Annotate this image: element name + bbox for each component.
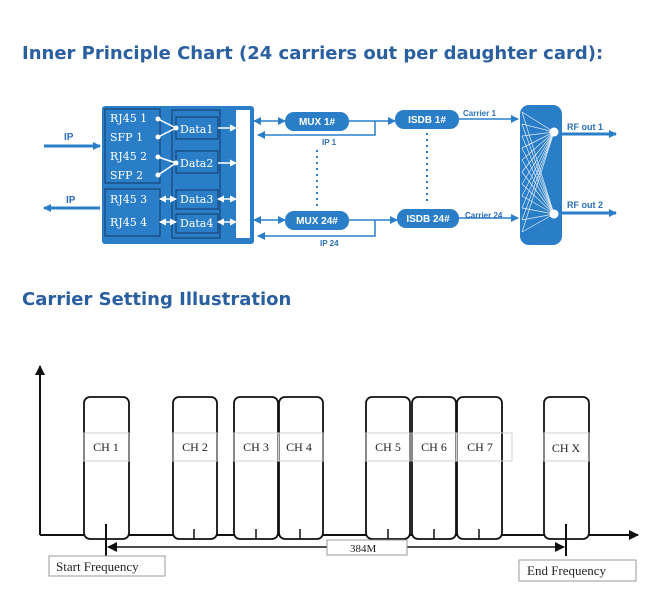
port-rj45-3: RJ45 3 xyxy=(110,193,147,206)
channel-7-block xyxy=(456,396,503,540)
port-group-1 xyxy=(104,108,161,184)
data4-label: Data4 xyxy=(180,217,213,230)
ip-1-label: IP 1 xyxy=(322,138,337,147)
channel-1-block xyxy=(83,396,130,540)
channel-2-block xyxy=(172,396,218,540)
channel-6-block xyxy=(411,396,457,540)
channel-6-label: CH 6 xyxy=(421,440,447,454)
port-group-2 xyxy=(104,188,161,237)
port-sfp-1: SFP 1 xyxy=(110,131,143,144)
rf-port-1 xyxy=(549,127,559,137)
isdb-24-label: ISDB 24# xyxy=(406,214,450,225)
ip-out-label: IP xyxy=(66,195,76,206)
start-frequency-box xyxy=(48,555,166,577)
mux-1-block xyxy=(285,112,349,131)
ip-in-label: IP xyxy=(64,132,74,143)
start-frequency-label: Start Frequency xyxy=(56,559,139,574)
isdb-1-label: ISDB 1# xyxy=(408,115,446,126)
data-group xyxy=(171,109,221,239)
data3-label: Data3 xyxy=(180,193,213,206)
channel-3-block xyxy=(233,396,279,540)
mux-1-label: MUX 1# xyxy=(299,117,336,128)
combiner-fan xyxy=(521,111,555,233)
mux-24-label: MUX 24# xyxy=(296,216,338,227)
principle-heading: Inner Principle Chart (24 carriers out p… xyxy=(22,43,604,64)
channel-blocks xyxy=(83,396,590,540)
channel-7-label: CH 7 xyxy=(467,440,493,454)
channel-5-label: CH 5 xyxy=(375,440,401,454)
channel-3-label: CH 3 xyxy=(243,440,269,454)
switch-bar xyxy=(236,110,250,238)
isdb-24-block xyxy=(397,209,459,228)
rf-out-1-label: RF out 1 xyxy=(567,122,603,132)
channel-x-block xyxy=(543,396,590,540)
isdb-1-block xyxy=(395,110,459,129)
port-rj45-4: RJ45 4 xyxy=(110,216,147,229)
channel-4-label: CH 4 xyxy=(286,440,312,454)
port-rj45-1: RJ45 1 xyxy=(110,112,147,125)
port-rj45-2: RJ45 2 xyxy=(110,150,147,163)
mux-24-block xyxy=(285,211,349,230)
data1-label: Data1 xyxy=(180,123,213,136)
channel-4-block xyxy=(278,396,324,540)
bandwidth-label-box xyxy=(326,539,408,556)
switch-nodes xyxy=(155,116,179,178)
port-switches xyxy=(157,118,177,176)
carrier-heading: Carrier Setting Illustration xyxy=(22,289,292,310)
channel-1-label: CH 1 xyxy=(93,440,119,454)
end-frequency-label: End Frequency xyxy=(527,563,607,578)
bandwidth-label: 384M xyxy=(350,543,377,555)
ip-24-label: IP 24 xyxy=(320,239,339,248)
board-links xyxy=(159,124,237,226)
carrier-24-label: Carrier 24 xyxy=(465,211,503,220)
axis-ticks xyxy=(193,529,480,539)
port-sfp-2: SFP 2 xyxy=(110,169,143,182)
end-frequency-box xyxy=(518,559,637,582)
channel-5-block xyxy=(365,396,411,540)
carrier-1-label: Carrier 1 xyxy=(463,109,496,118)
rf-port-2 xyxy=(549,209,559,219)
channel-x-label: CH X xyxy=(552,441,581,455)
rf-out-2-label: RF out 2 xyxy=(567,200,603,210)
channel-2-label: CH 2 xyxy=(182,440,208,454)
board-mux-links xyxy=(253,115,519,240)
data2-label: Data2 xyxy=(180,157,213,170)
channel-label-boxes xyxy=(83,432,590,462)
